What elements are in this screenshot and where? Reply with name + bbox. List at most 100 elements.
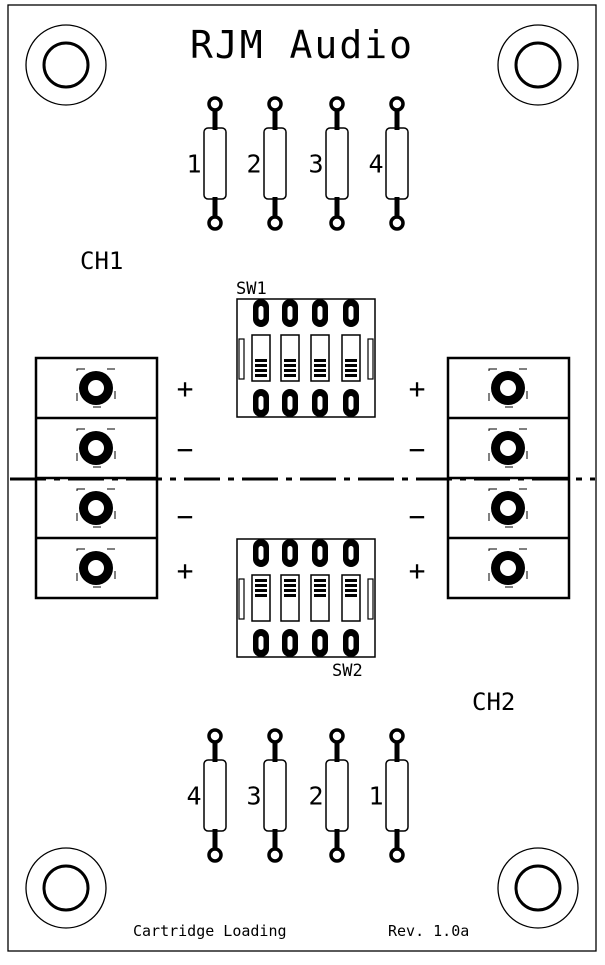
mounting-hole-top-right <box>497 24 579 106</box>
switch-position <box>341 539 361 657</box>
switch-pad-hole <box>348 306 354 320</box>
switch-slider-stripe <box>284 359 296 362</box>
switch-slider-stripe <box>314 579 326 582</box>
resistor-label: 1 <box>368 782 383 811</box>
resistor-label: 1 <box>186 150 201 179</box>
switch-slider-stripe <box>345 364 357 367</box>
switch-slider-stripe <box>255 584 267 587</box>
switch-pad-hole <box>258 306 264 320</box>
switch-slider-stripe <box>284 374 296 377</box>
terminal-pin-frame <box>488 368 528 408</box>
resistor-body <box>203 127 227 200</box>
switch-slider-stripe <box>255 369 267 372</box>
board-outline <box>7 4 597 952</box>
resistor-pad <box>267 847 283 863</box>
switch-position <box>280 299 300 417</box>
polarity-mark: + <box>177 554 194 587</box>
switch-slider-stripe <box>345 589 357 592</box>
top-resistor: 4 <box>368 96 409 231</box>
switch-slider-stripe <box>314 589 326 592</box>
switch-notch <box>367 578 374 620</box>
switch-window <box>341 574 361 622</box>
switch-slider-stripe <box>345 359 357 362</box>
switch-pad-hole <box>317 636 323 650</box>
resistor-pad <box>207 96 223 112</box>
switch-slider-stripe <box>284 589 296 592</box>
switch-position <box>310 539 330 657</box>
switch-slider-stripe <box>284 584 296 587</box>
resistor-pad <box>329 728 345 744</box>
polarity-mark: − <box>409 433 426 466</box>
resistor-pad <box>267 96 283 112</box>
switch-pad-hole <box>287 306 293 320</box>
terminal-pad-hole <box>88 500 104 516</box>
terminal-pin-frame <box>76 428 116 468</box>
terminal-pad-hole <box>500 560 516 576</box>
switch-window <box>280 574 300 622</box>
switch-slider-stripe <box>345 374 357 377</box>
footer-revision: Rev. 1.0a <box>388 922 469 940</box>
switch-window <box>341 334 361 382</box>
switch-window <box>280 334 300 382</box>
switch-slider-stripe <box>345 584 357 587</box>
resistor-pad <box>329 96 345 112</box>
terminal-pin-frame <box>76 488 116 528</box>
switch-slider-stripe <box>314 374 326 377</box>
bottom-resistor: 3 <box>246 728 287 863</box>
footer-description: Cartridge Loading <box>133 922 287 940</box>
bottom-resistor: 1 <box>368 728 409 863</box>
resistor-label: 2 <box>308 782 323 811</box>
resistor-label: 2 <box>246 150 261 179</box>
top-resistor: 2 <box>246 96 287 231</box>
resistor-label: 4 <box>368 150 383 179</box>
switch-window <box>310 334 330 382</box>
channel-label-ch2: CH2 <box>472 688 515 716</box>
switch-position <box>341 299 361 417</box>
switch-pad-hole <box>348 396 354 410</box>
mounting-hole-bottom-left <box>25 847 107 929</box>
terminal-pad-hole <box>88 380 104 396</box>
switch-pad-hole <box>287 396 293 410</box>
bottom-resistor: 4 <box>186 728 227 863</box>
resistor-body <box>325 127 349 200</box>
switch-slider-stripe <box>255 359 267 362</box>
switch-slider-stripe <box>255 589 267 592</box>
resistor-body <box>203 759 227 832</box>
switch-slider-stripe <box>255 579 267 582</box>
resistor-pad <box>389 728 405 744</box>
resistor-pad <box>267 215 283 231</box>
switch-body <box>236 298 376 418</box>
switch-pad-hole <box>348 546 354 560</box>
terminal-pin <box>488 428 528 468</box>
terminal-pin <box>488 548 528 588</box>
terminal-pin <box>76 548 116 588</box>
terminal-pin <box>488 488 528 528</box>
polarity-mark: − <box>177 433 194 466</box>
switch-notch <box>238 338 245 380</box>
bottom-resistor: 2 <box>308 728 349 863</box>
switch-label-sw1: SW1 <box>236 279 267 299</box>
terminal-pad-hole <box>500 440 516 456</box>
resistor-pad <box>207 847 223 863</box>
switch-slider-stripe <box>284 594 296 597</box>
switch-slider-stripe <box>314 359 326 362</box>
switch-slider-stripe <box>314 364 326 367</box>
dip-switch-sw1 <box>236 298 376 418</box>
switch-slider-stripe <box>345 594 357 597</box>
switch-slider-stripe <box>284 364 296 367</box>
polarity-mark: + <box>177 372 194 405</box>
mounting-hole-bottom-right <box>497 847 579 929</box>
resistor-label: 4 <box>186 782 201 811</box>
resistor-pad <box>329 215 345 231</box>
polarity-mark: + <box>409 372 426 405</box>
top-resistor: 1 <box>186 96 227 231</box>
switch-pad-hole <box>287 546 293 560</box>
resistor-pad <box>329 847 345 863</box>
terminal-pin-frame <box>76 368 116 408</box>
switch-position <box>280 539 300 657</box>
switch-slider-stripe <box>345 369 357 372</box>
resistor-pad <box>267 728 283 744</box>
